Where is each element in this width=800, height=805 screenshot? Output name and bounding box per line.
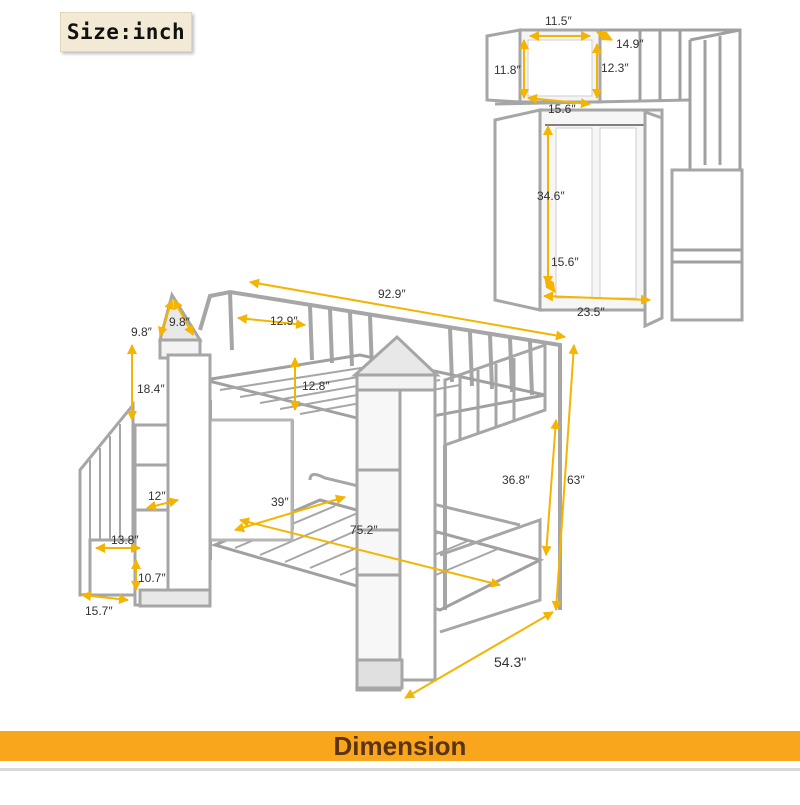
dim-stair-base: 15.7″ xyxy=(85,604,113,618)
dim-wardrobe-top-height-right: 12.3″ xyxy=(601,61,629,75)
banner-title: Dimension xyxy=(333,731,467,761)
dim-mattress-length: 75.2″ xyxy=(350,523,378,537)
dimension-banner xyxy=(0,731,800,761)
dim-upper-guard-height: 12.8″ xyxy=(302,379,330,393)
dim-tower-top-b: 9.8″ xyxy=(169,315,191,329)
dim-wardrobe-top-width: 11.5″ xyxy=(545,14,572,28)
dim-wardrobe-width: 23.5″ xyxy=(577,305,605,319)
dimension-labels: 11.5″ 14.9″ 11.8″ 12.3″ 15.6″ 34.6″ 15.6… xyxy=(85,14,644,670)
dim-tower-height: 18.4″ xyxy=(137,382,165,396)
dim-under-bunk-clearance: 36.8″ xyxy=(502,473,530,487)
dim-bed-length: 92.9″ xyxy=(378,287,406,301)
dim-total-width: 54.3" xyxy=(494,654,526,670)
dim-step-depth: 13.8″ xyxy=(111,533,139,547)
dim-tower-top-a: 9.8″ xyxy=(131,325,153,339)
dim-wardrobe-top-depth: 14.9″ xyxy=(616,37,644,51)
dim-step-height: 10.7″ xyxy=(138,571,166,585)
dim-wardrobe-height: 34.6″ xyxy=(537,189,565,203)
dim-wardrobe-top-height-left: 11.8″ xyxy=(494,63,521,77)
dim-upper-rail-gap: 12.9″ xyxy=(270,314,298,328)
wardrobe-detail xyxy=(485,28,744,329)
size-unit-badge: Size:inch xyxy=(60,12,192,52)
dim-wardrobe-top-bottom: 15.6″ xyxy=(548,102,576,116)
dim-mattress-width: 39″ xyxy=(271,495,289,509)
dim-wardrobe-depth: 15.6″ xyxy=(551,255,579,269)
footer-divider xyxy=(0,768,800,771)
dim-total-height: 63″ xyxy=(567,473,585,487)
dim-step-width: 12″ xyxy=(148,489,166,503)
dimension-lines xyxy=(81,31,651,699)
